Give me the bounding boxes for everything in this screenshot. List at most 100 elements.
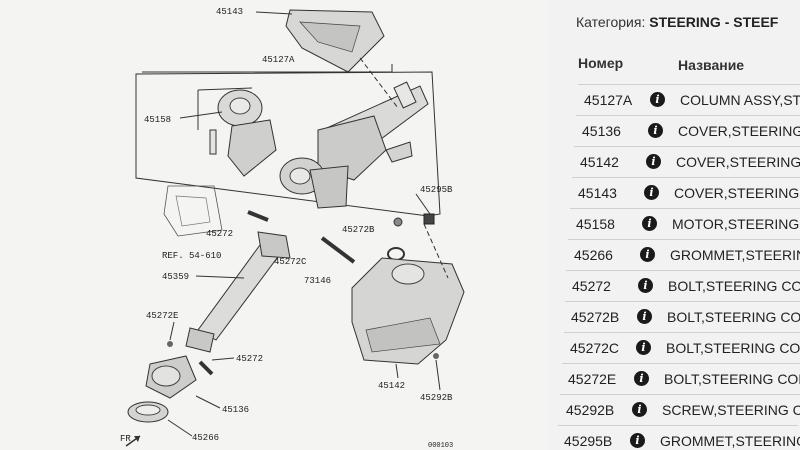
part-number-cell: 45142 <box>580 154 619 170</box>
leader-line <box>395 363 399 379</box>
parts-list-panel: Категория: STEERING - STEEF Номер Назван… <box>548 0 800 450</box>
leader-line <box>435 359 441 391</box>
assembly-boundary <box>135 71 441 217</box>
column-cover-hole <box>151 365 181 387</box>
info-icon[interactable]: i <box>630 433 645 448</box>
info-icon[interactable]: i <box>637 309 652 324</box>
column-lower-bracket <box>309 165 349 209</box>
part-name-cell: BOLT,STEERING COL <box>664 371 800 387</box>
info-icon[interactable]: i <box>634 371 649 386</box>
leader-line <box>211 357 235 361</box>
leader-line <box>197 87 253 91</box>
screw-part <box>433 353 439 359</box>
part-name-cell: SCREW,STEERING C <box>662 402 800 418</box>
label-73146: 73146 <box>304 276 331 286</box>
part-number-cell: 45158 <box>576 216 615 232</box>
table-row[interactable]: 45272E i BOLT,STEERING COL <box>562 363 800 395</box>
label-45359: 45359 <box>162 272 189 282</box>
part-name-cell: COVER,STEERING <box>674 185 800 201</box>
front-arrow-head-icon <box>134 436 140 442</box>
label-45272-lower: 45272 <box>236 354 263 364</box>
bolt-part <box>247 210 269 222</box>
exploded-view-drawing: 45143 45127A 45158 45295B 45272 45272B R… <box>120 7 465 450</box>
leader-line <box>167 419 193 437</box>
part-name-cell: GROMMET,STEERING <box>660 433 800 449</box>
category-heading: Категория: STEERING - STEEF <box>576 14 778 30</box>
gear-hub <box>289 167 311 185</box>
part-number-cell: 45272 <box>572 278 611 294</box>
part-number-cell: 45272B <box>571 309 620 325</box>
part-name-cell: COVER,STEERING <box>676 154 800 170</box>
label-45136: 45136 <box>222 405 249 415</box>
category-label: Категория: <box>576 14 646 30</box>
leader-line <box>195 275 245 279</box>
leader-line <box>195 395 221 409</box>
label-45158: 45158 <box>144 115 171 125</box>
lower-joint <box>185 327 215 353</box>
table-row[interactable]: 45292B i SCREW,STEERING C <box>560 394 800 426</box>
info-icon[interactable]: i <box>632 402 647 417</box>
grommet-part <box>423 213 435 225</box>
part-number-cell: 45295B <box>564 433 613 449</box>
info-icon[interactable]: i <box>640 247 655 262</box>
info-icon[interactable]: i <box>650 92 665 107</box>
ref-block-outline <box>163 185 223 237</box>
bolt-head <box>393 217 403 227</box>
motor-bracket <box>227 119 277 177</box>
motor-pin <box>209 129 217 155</box>
leader-line <box>415 193 431 215</box>
universal-joint <box>257 231 291 259</box>
leader-line <box>179 111 223 119</box>
info-icon[interactable]: i <box>642 216 657 231</box>
part-name-cell: COLUMN ASSY,ST <box>680 92 800 108</box>
motor-hub <box>229 97 251 115</box>
part-number-cell: 45272E <box>568 371 617 387</box>
label-45272c: 45272C <box>274 257 307 267</box>
tilt-lever <box>385 141 413 163</box>
part-number-cell: 45143 <box>578 185 617 201</box>
info-icon[interactable]: i <box>644 185 659 200</box>
ref-block-detail <box>175 195 211 227</box>
part-name-cell: COVER,STEERING <box>678 123 800 139</box>
washer-part <box>387 247 405 261</box>
table-row[interactable]: 45295B i GROMMET,STEERING <box>558 425 800 450</box>
table-row[interactable]: 45272B i BOLT,STEERING CO <box>565 301 800 333</box>
info-icon[interactable]: i <box>636 340 651 355</box>
part-number-cell: 45292B <box>566 402 615 418</box>
label-45127a: 45127A <box>262 55 295 65</box>
label-45266: 45266 <box>192 433 219 443</box>
part-number-cell: 45127A <box>584 92 633 108</box>
bolt-part <box>198 360 214 376</box>
label-45143: 45143 <box>216 7 243 17</box>
part-name-cell: GROMMET,STEERIN <box>670 247 800 263</box>
top-cover-detail <box>299 21 361 53</box>
info-icon[interactable]: i <box>638 278 653 293</box>
column-header-number: Номер <box>578 55 624 71</box>
info-icon[interactable]: i <box>648 123 663 138</box>
lower-cover-vent <box>365 317 441 353</box>
bolt-part <box>320 236 356 264</box>
label-45272b: 45272B <box>342 225 375 235</box>
leader-line <box>255 11 293 15</box>
part-name-cell: BOLT,STEERING CO <box>666 340 800 356</box>
table-row[interactable]: 45127A i COLUMN ASSY,ST <box>578 84 800 116</box>
parts-table-header: Номер Название <box>572 48 800 78</box>
table-row[interactable]: 45143 i COVER,STEERING <box>572 177 800 209</box>
assembly-line <box>359 57 399 109</box>
diagram-code: 000103 <box>428 442 453 450</box>
label-45272e: 45272E <box>146 311 178 321</box>
table-row[interactable]: 45142 i COVER,STEERING <box>574 146 800 178</box>
label-45142: 45142 <box>378 381 405 391</box>
label-45272-upper: 45272 <box>206 229 233 239</box>
lower-cover-hole <box>391 263 425 285</box>
label-fr: FR <box>120 434 131 444</box>
leader-line <box>169 321 175 341</box>
info-icon[interactable]: i <box>646 154 661 169</box>
part-name-cell: BOLT,STEERING CO <box>667 309 800 325</box>
label-45292b: 45292B <box>420 393 453 403</box>
